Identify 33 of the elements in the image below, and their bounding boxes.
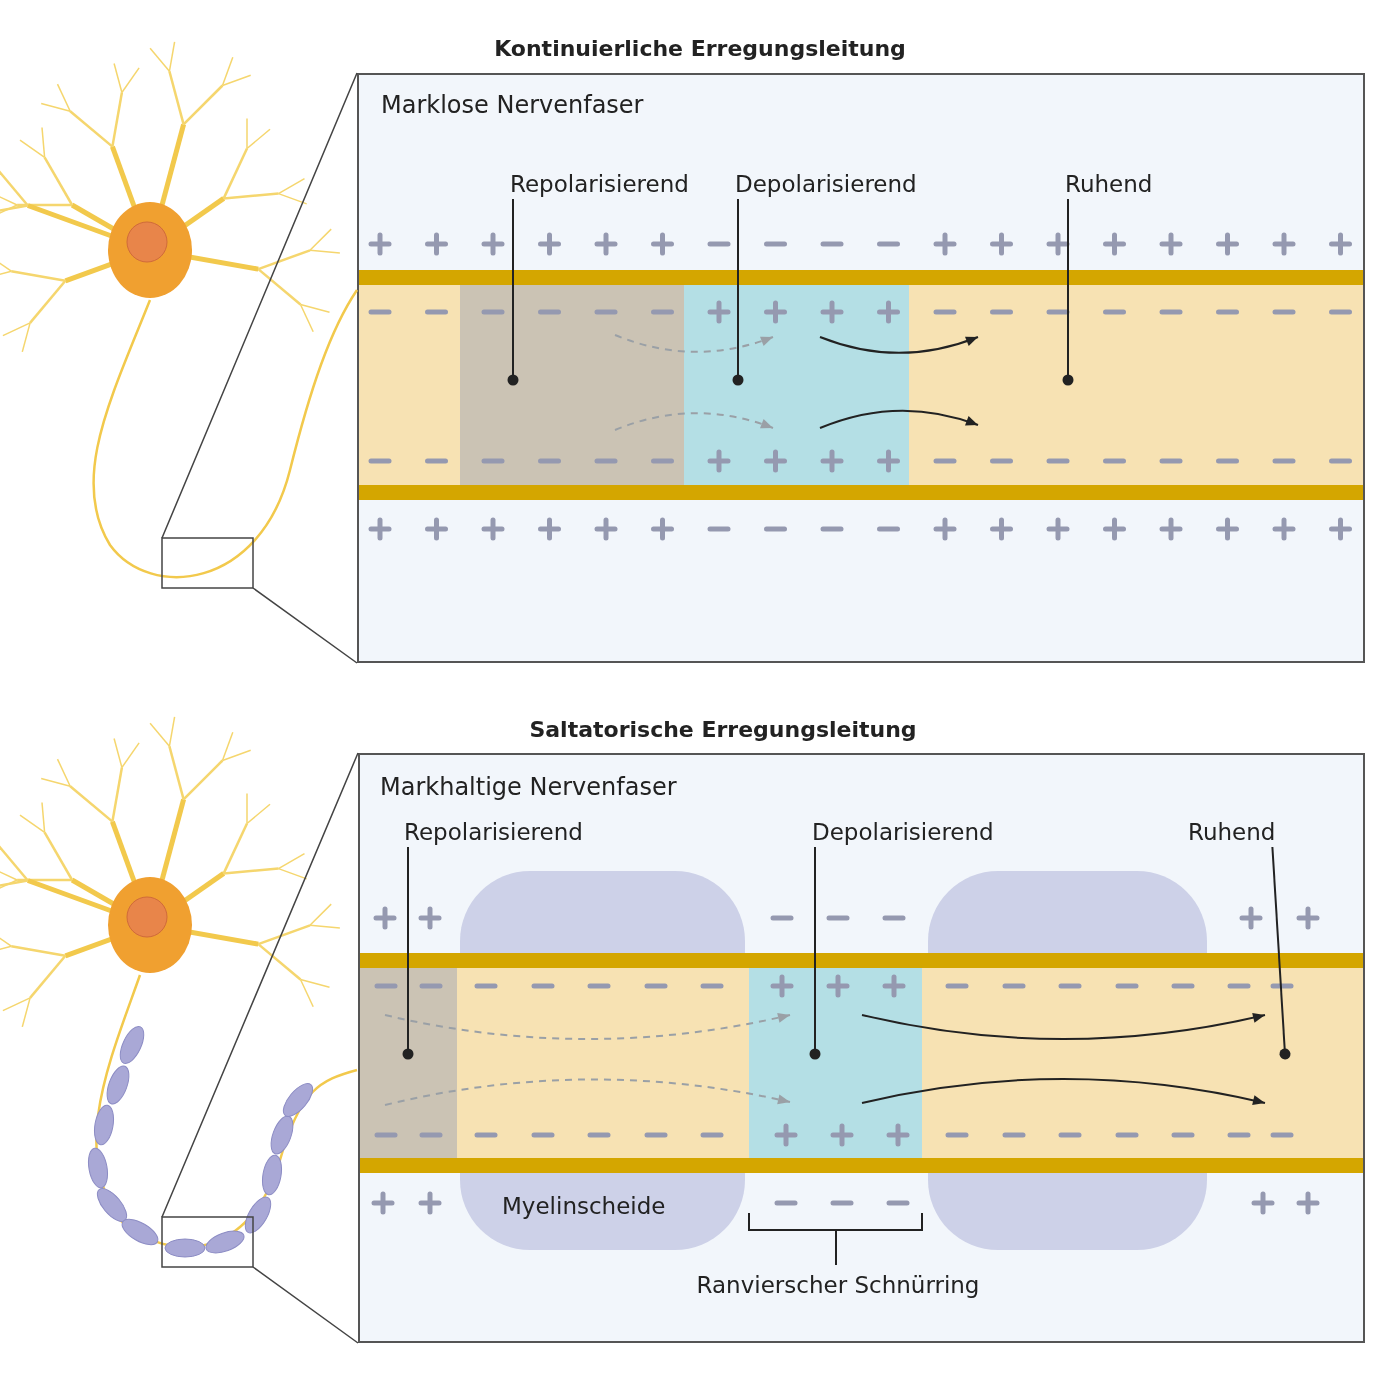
section-title: Saltatorische Erregungsleitung [529,717,917,742]
leader-line [1271,846,1291,1060]
section-title: Kontinuierliche Erregungsleitung [494,36,906,61]
leader-line [1062,198,1074,386]
dashed-current-arrow [614,334,774,353]
repolarizing-zone [460,285,684,485]
leader-line [809,846,821,1060]
structure-label: Ranvierscher Schnürring [696,1272,980,1298]
leader-line [732,198,744,386]
myelin-sheath [460,1173,745,1250]
resting-zone [922,968,1363,1158]
leader-line [507,198,519,386]
dashed-current-arrow [614,412,774,431]
current-arrow [819,336,979,354]
myelin-label: Myelinscheide [502,1193,666,1219]
dashed-current-arrow [384,1078,791,1106]
state-label: Repolarisierend [404,819,583,845]
resting-zone [909,285,1363,485]
repolarizing-zone [360,968,457,1158]
state-label: Ruhend [1188,819,1276,845]
state-label: Ruhend [1065,171,1153,197]
panel-heading: Marklose Nervenfaser [381,91,644,119]
current-arrow [861,1012,1266,1040]
current-arrow [819,409,979,429]
state-label: Repolarisierend [510,171,689,197]
leader-line [402,846,414,1060]
depolarizing-zone [749,968,922,1158]
dashed-current-arrow [384,1012,791,1040]
depolarizing-zone [684,285,909,485]
state-label: Depolarisierend [735,171,917,197]
panel-heading: Markhaltige Nervenfaser [380,773,677,801]
current-arrow [861,1078,1266,1106]
state-label: Depolarisierend [812,819,994,845]
